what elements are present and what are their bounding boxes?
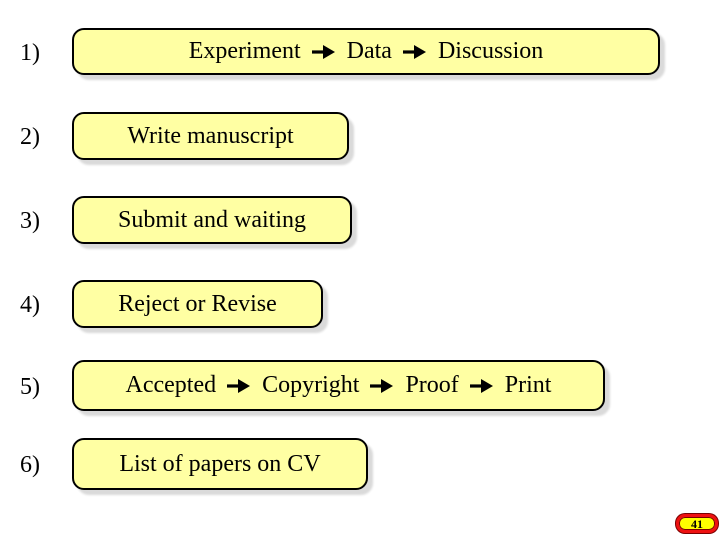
process-step-6: 6) List of papers on CV	[0, 438, 720, 490]
arrow-right-icon	[469, 378, 493, 393]
step-box: Submit and waiting	[72, 196, 352, 244]
step-text: Accepted	[125, 372, 217, 398]
arrow-right-icon	[227, 378, 251, 393]
process-step-1: 1) Experiment Data Discussion	[0, 28, 720, 75]
step-number: 3)	[20, 207, 40, 234]
step-box: Reject or Revise	[72, 280, 323, 328]
step-text: Reject or Revise	[118, 290, 277, 317]
step-number: 5)	[20, 373, 40, 400]
step-text: List of papers on CV	[119, 450, 321, 477]
step-box: List of papers on CV	[72, 438, 368, 490]
step-text: Submit and waiting	[118, 206, 306, 233]
step-text: Data	[346, 38, 392, 64]
process-step-2: 2) Write manuscript	[0, 112, 720, 160]
page-number-badge: 41	[676, 514, 718, 533]
step-text: Print	[504, 372, 552, 398]
step-number: 1)	[20, 39, 40, 66]
step-text: Write manuscript	[127, 122, 294, 149]
arrow-right-icon	[402, 44, 426, 59]
step-text: Copyright	[262, 372, 360, 398]
step-text: Experiment	[188, 38, 301, 64]
step-number: 2)	[20, 123, 40, 150]
step-text: Discussion	[437, 38, 544, 64]
step-box: Experiment Data Discussion	[72, 28, 660, 75]
arrow-right-icon	[311, 44, 335, 59]
process-step-3: 3) Submit and waiting	[0, 196, 720, 244]
page-number: 41	[691, 516, 703, 531]
arrow-right-icon	[370, 378, 394, 393]
process-step-4: 4) Reject or Revise	[0, 280, 720, 328]
step-number: 4)	[20, 291, 40, 318]
process-step-5: 5) Accepted Copyright Proof Print	[0, 360, 720, 411]
step-text: Proof	[405, 372, 459, 398]
step-box: Accepted Copyright Proof Print	[72, 360, 605, 411]
step-box: Write manuscript	[72, 112, 349, 160]
step-number: 6)	[20, 451, 40, 478]
